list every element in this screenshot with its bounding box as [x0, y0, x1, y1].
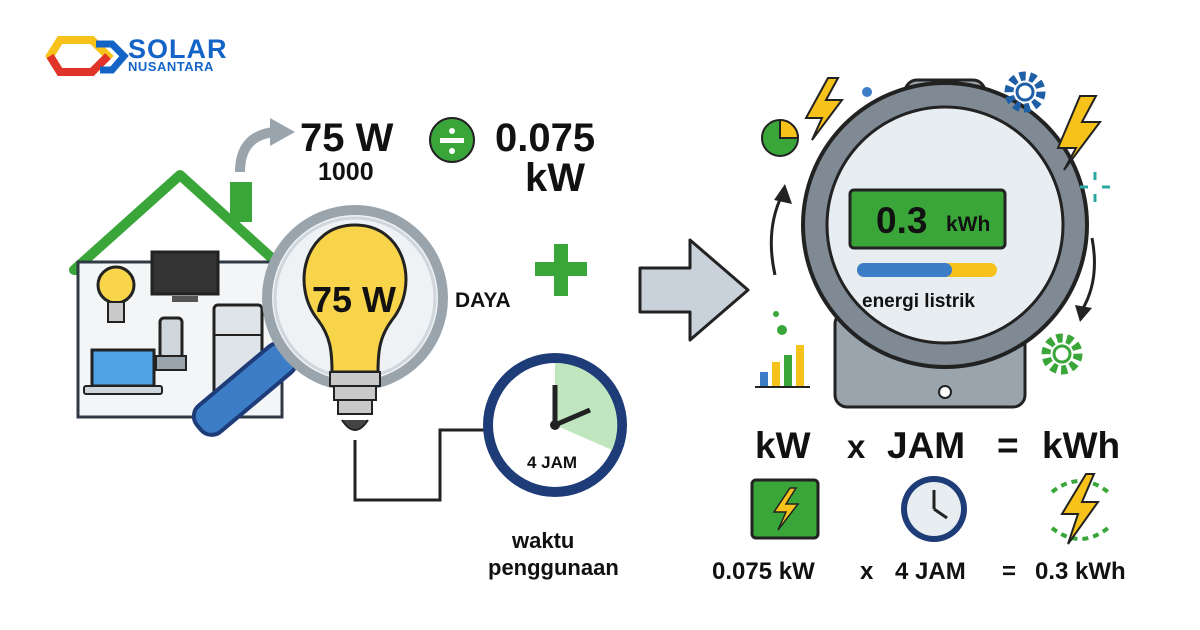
curved-arrow-icon — [235, 127, 276, 173]
bar-chart-icon — [755, 311, 810, 388]
cycle-arrow-head-icon — [1075, 305, 1092, 322]
lightning-icon — [1056, 95, 1102, 171]
formula-value-times: x — [860, 558, 874, 585]
clock-icon — [483, 353, 627, 497]
bulb-watt-label: 75 W — [312, 279, 397, 320]
divisor-value: 1000 — [318, 158, 374, 186]
blender-icon — [155, 316, 187, 371]
electric-meter-icon — [801, 78, 1089, 409]
formula-value-jam: 4 JAM — [895, 558, 966, 585]
meter-caption: energi listrik — [862, 291, 975, 312]
formula-symbol-jam: JAM — [887, 425, 966, 466]
plus-icon — [535, 244, 587, 296]
divide-icon — [429, 117, 475, 163]
time-caption-line1: waktu — [512, 528, 575, 553]
formula-symbol-equals: = — [997, 425, 1019, 466]
small-lightbulb-icon — [96, 265, 136, 323]
brand-name: SOLAR — [128, 34, 228, 64]
formula-value-kw: 0.075 kW — [712, 558, 815, 585]
formula-value-equals: = — [1002, 558, 1017, 585]
meter-unit: kWh — [946, 213, 991, 236]
curved-arrow-head-icon — [270, 118, 295, 146]
pie-chart-icon — [761, 118, 800, 157]
brand-subname: NUSANTARA — [128, 59, 214, 74]
cycle-arrow-icon — [769, 194, 784, 276]
formula-value-kwh: 0.3 kWh — [1035, 558, 1126, 585]
gear-icon — [1004, 71, 1046, 113]
lightning-icon — [804, 77, 844, 141]
arrow-right-icon — [638, 238, 750, 342]
lightbulb-icon — [302, 223, 408, 431]
time-caption-line2: penggunaan — [488, 555, 619, 580]
kw-result-value: 0.075 — [495, 116, 596, 160]
clock-hours-label: 4 JAM — [527, 453, 578, 472]
cycle-arrow-head-icon — [774, 184, 792, 204]
tv-icon — [150, 250, 220, 302]
gear-icon — [1041, 333, 1083, 375]
watt-value: 75 W — [300, 116, 394, 160]
brand-logo-icon — [45, 36, 129, 76]
sparkle-icon — [1080, 172, 1110, 202]
kw-result-unit: kW — [525, 156, 585, 200]
dot-icon — [862, 87, 872, 97]
formula-symbol-times: x — [847, 428, 866, 465]
power-caption: DAYA — [455, 289, 511, 312]
meter-value: 0.3 — [876, 200, 928, 241]
formula-symbol-kwh: kWh — [1042, 425, 1121, 466]
laptop-icon — [83, 348, 163, 395]
formula-symbol-kw: kW — [755, 425, 811, 466]
energy-cycle-icon — [1050, 473, 1110, 545]
small-clock-icon — [901, 476, 967, 542]
power-card-icon — [750, 478, 820, 540]
cable-icon — [353, 428, 490, 502]
cycle-arrow-icon — [1080, 237, 1096, 311]
